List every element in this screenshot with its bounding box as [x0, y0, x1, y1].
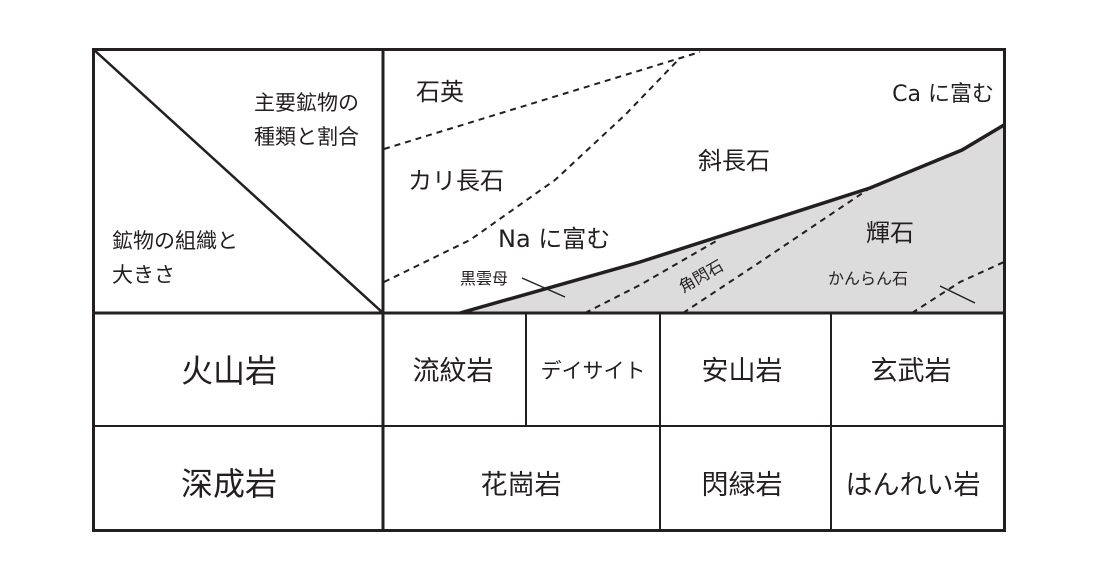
biotite-leader-line	[521, 277, 566, 298]
olivine-boundary	[911, 261, 1005, 314]
k-feldspar-label: カリ長石	[408, 167, 504, 195]
quartz-label: 石英	[416, 78, 464, 106]
ca-rich-label: Ca に富む	[892, 82, 994, 107]
header-diagonal	[92, 48, 384, 314]
text-line: 種類と割合	[254, 125, 359, 149]
gabbro-label: はんれい岩	[846, 470, 981, 501]
olivine-label: かんらん石	[828, 269, 908, 288]
granite-label: 花崗岩	[481, 470, 562, 501]
plagioclase-label: 斜長石	[698, 147, 770, 175]
diorite-label: 閃緑岩	[702, 470, 783, 501]
andesite-label: 安山岩	[702, 356, 783, 387]
pyroxene-label: 輝石	[866, 219, 914, 247]
text-line: 主要鉱物の	[254, 91, 359, 115]
basalt-label: 玄武岩	[871, 356, 952, 387]
volcanic-category-label: 火山岩	[181, 352, 277, 390]
plutonic-category-label: 深成岩	[181, 465, 277, 503]
header-top-label: 主要鉱物の種類と割合	[254, 91, 359, 149]
k-feldspar-boundary	[383, 57, 681, 283]
text-line: 鉱物の組織と	[112, 229, 238, 253]
na-rich-label: Na に富む	[498, 225, 610, 253]
biotite-boundary	[584, 239, 719, 314]
amphibole-boundary	[682, 185, 874, 314]
olivine-leader-line	[939, 285, 976, 304]
text-line: 大きさ	[112, 263, 175, 287]
biotite-label: 黒雲母	[460, 269, 508, 288]
dacite-label: デイサイト	[541, 359, 646, 383]
header-bottom-label: 鉱物の組織と大きさ	[112, 229, 238, 287]
mafic-mineral-region	[460, 125, 1004, 313]
quartz-boundary	[383, 51, 701, 150]
rhyolite-label: 流紋岩	[413, 356, 494, 387]
table-border	[92, 48, 1006, 532]
